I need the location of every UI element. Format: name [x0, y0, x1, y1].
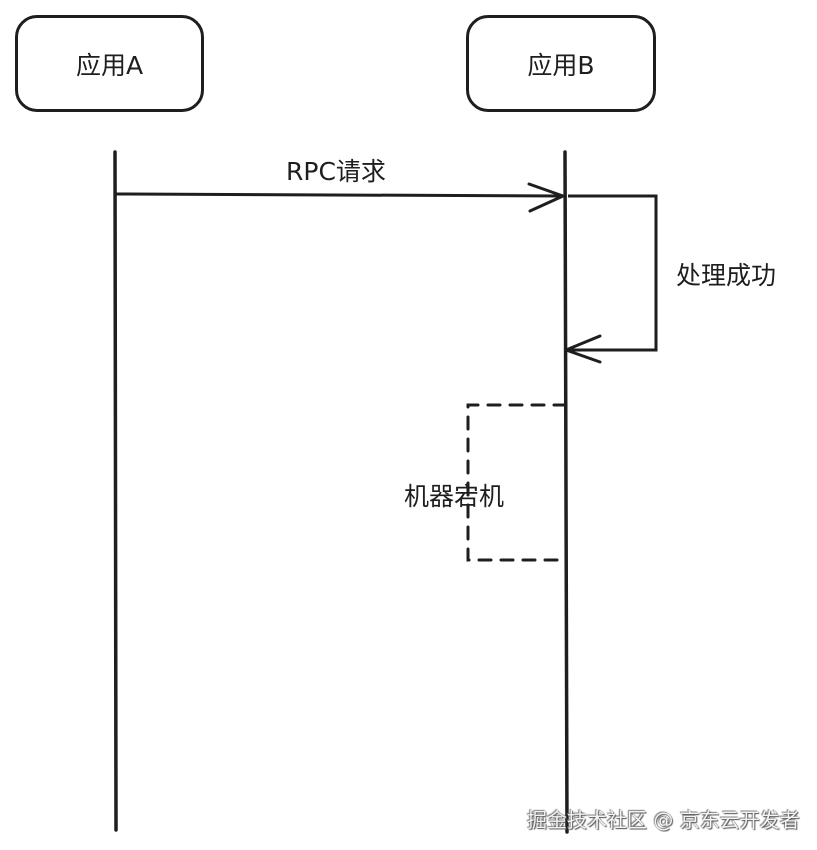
request-arrow-line	[114, 192, 565, 198]
self-process-label: 处理成功	[676, 261, 777, 290]
self-call-loop	[566, 194, 658, 352]
request-arrowhead	[527, 182, 565, 213]
crash-dashed-box	[466, 403, 568, 562]
request-label: RPC请求	[286, 157, 386, 186]
lifeline-a	[113, 150, 118, 832]
lifeline-b	[563, 150, 569, 834]
self-call-arrowhead	[564, 334, 602, 364]
watermark: 掘金技术社区 @ 京东云开发者	[527, 808, 800, 832]
participant-b-label: 应用B	[527, 50, 595, 80]
crash-label: 机器宕机	[404, 482, 505, 511]
participant-a-box: 应用A	[15, 15, 204, 112]
participant-a-label: 应用A	[75, 50, 144, 80]
participant-b-box: 应用B	[466, 15, 656, 112]
